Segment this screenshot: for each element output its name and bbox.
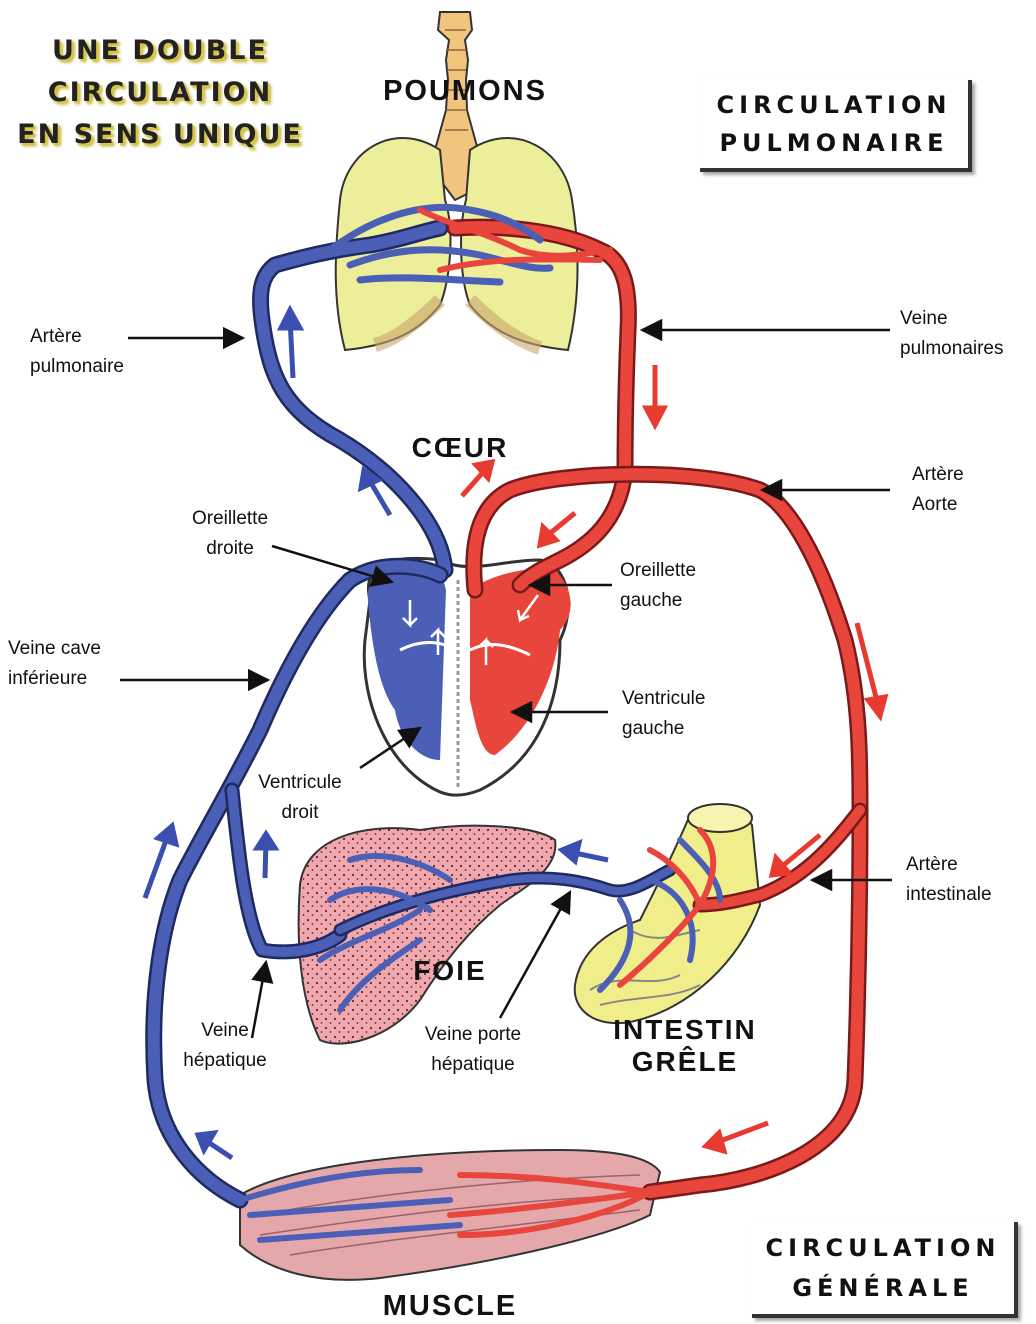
- lungs-label: POUMONS: [360, 75, 570, 108]
- left-atrium-line-2: gauche: [620, 586, 750, 616]
- left-ventricle-label: Ventricule gauche: [622, 684, 752, 744]
- right-ventricle-line-2: droit: [240, 798, 360, 828]
- right-atrium-line-1: Oreillette: [160, 504, 300, 534]
- systemic-circulation-box: CIRCULATION GÉNÉRALE: [752, 1222, 1018, 1318]
- systemic-box-line-1: CIRCULATION: [752, 1228, 1014, 1268]
- hepatic-portal-vein-line-2: hépatique: [408, 1050, 538, 1080]
- pulmonary-veins-line-2: pulmonaires: [900, 334, 1030, 364]
- aorta-line-1: Artère: [912, 460, 1022, 490]
- pulmonary-box-line-2: PULMONAIRE: [700, 124, 968, 162]
- intestine-label-line-2: GRÊLE: [580, 1046, 790, 1078]
- hepatic-vein-line-1: Veine: [170, 1016, 280, 1046]
- aorta-line-2: Aorte: [912, 490, 1022, 520]
- intestinal-artery-line-1: Artère: [906, 850, 1031, 880]
- diagram-title: UNE DOUBLE CIRCULATION EN SENS UNIQUE: [10, 30, 310, 156]
- systemic-box-line-2: GÉNÉRALE: [752, 1268, 1014, 1308]
- right-atrium-label: Oreillette droite: [160, 504, 300, 564]
- pulmonary-veins-line-1: Veine: [900, 304, 1030, 334]
- pulmonary-artery-label: Artère pulmonaire: [30, 322, 160, 382]
- title-line-3: EN SENS UNIQUE: [10, 114, 310, 156]
- intestinal-artery-line-2: intestinale: [906, 880, 1031, 910]
- title-line-2: CIRCULATION: [10, 72, 310, 114]
- intestine-label-line-1: INTESTIN: [580, 1014, 790, 1046]
- left-atrium-line-1: Oreillette: [620, 556, 750, 586]
- hepatic-portal-vein-line-1: Veine porte: [408, 1020, 538, 1050]
- pulmonary-veins-label: Veine pulmonaires: [900, 304, 1030, 364]
- aorta-label: Artère Aorte: [912, 460, 1022, 520]
- right-atrium-line-2: droite: [160, 534, 300, 564]
- hepatic-vein-line-2: hépatique: [170, 1046, 280, 1076]
- liver-label: FOIE: [395, 955, 505, 987]
- right-ventricle-label: Ventricule droit: [240, 768, 360, 828]
- pulmonary-artery-line-2: pulmonaire: [30, 352, 160, 382]
- inferior-vena-cava-line-1: Veine cave: [8, 634, 138, 664]
- heart-label: CŒUR: [390, 432, 530, 464]
- title-line-1: UNE DOUBLE: [10, 30, 310, 72]
- inferior-vena-cava-line-2: inférieure: [8, 664, 138, 694]
- muscle-label: MUSCLE: [350, 1290, 550, 1323]
- lungs-illustration: [336, 12, 578, 350]
- hepatic-portal-vein-label: Veine porte hépatique: [408, 1020, 538, 1080]
- left-ventricle-line-1: Ventricule: [622, 684, 752, 714]
- right-ventricle-line-1: Ventricule: [240, 768, 360, 798]
- left-atrium-label: Oreillette gauche: [620, 556, 750, 616]
- left-ventricle-line-2: gauche: [622, 714, 752, 744]
- pulmonary-artery-line-1: Artère: [30, 322, 160, 352]
- inferior-vena-cava-label: Veine cave inférieure: [8, 634, 138, 694]
- hepatic-vein-label: Veine hépatique: [170, 1016, 280, 1076]
- intestine-label: INTESTIN GRÊLE: [580, 1014, 790, 1078]
- pulmonary-circulation-box: CIRCULATION PULMONAIRE: [700, 80, 972, 172]
- intestinal-artery-label: Artère intestinale: [906, 850, 1031, 910]
- pulmonary-box-line-1: CIRCULATION: [700, 86, 968, 124]
